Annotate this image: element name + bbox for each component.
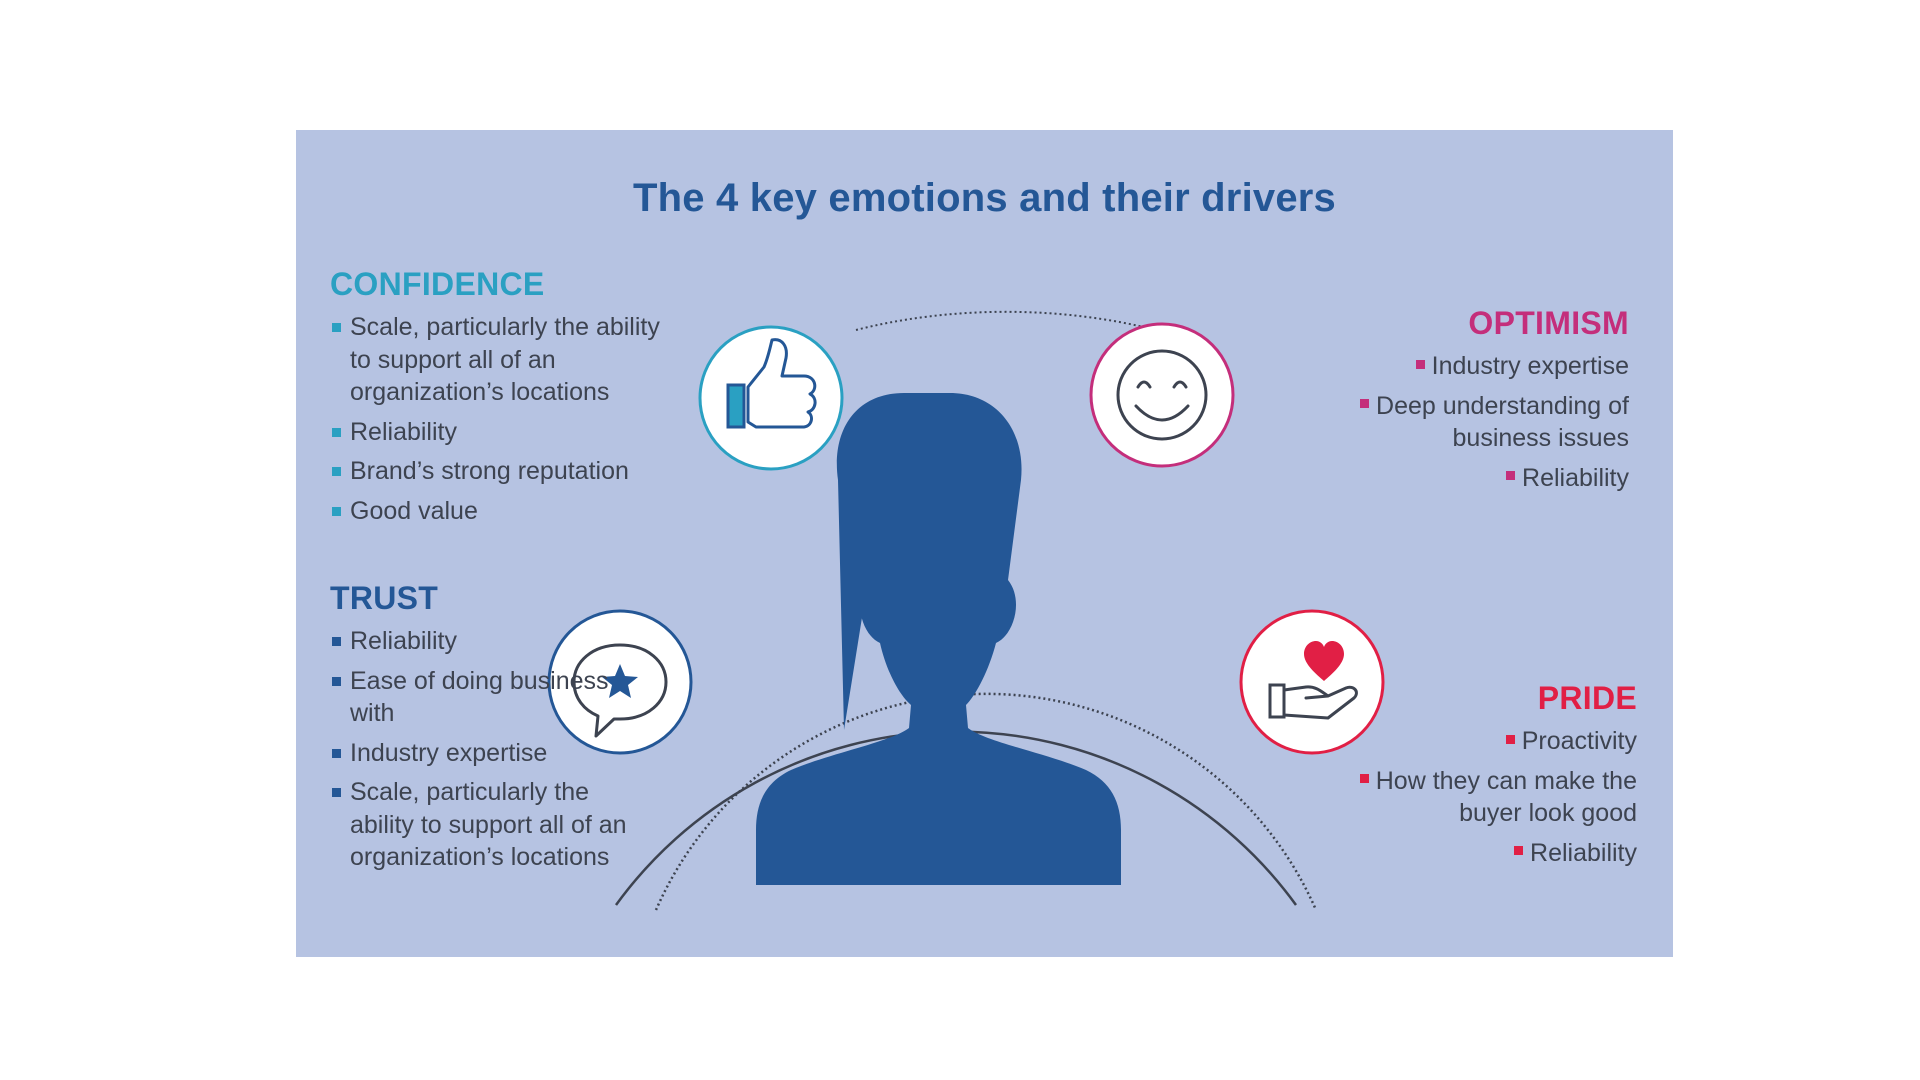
bullet-icon xyxy=(1360,399,1370,409)
list-item: Reliability xyxy=(1299,462,1629,495)
heart-in-hand-icon xyxy=(1268,641,1358,720)
thumbs-up-icon xyxy=(726,338,817,429)
list-item-text: Proactivity xyxy=(1521,727,1637,755)
inner-dotted-arc xyxy=(654,692,1318,911)
pride-heading: PRIDE xyxy=(1537,680,1637,716)
page-title: The 4 key emotions and their drivers xyxy=(633,176,1336,220)
infographic-panel: The 4 key emotions and their drivers CON… xyxy=(296,130,1673,957)
bullet-icon xyxy=(1506,471,1516,481)
optimism-icon-circle xyxy=(1089,322,1235,468)
bullet-icon xyxy=(1359,774,1369,784)
list-item: Good value xyxy=(330,495,670,528)
trust-section: TRUST Reliability Ease of doing business… xyxy=(330,580,630,881)
list-item-text: Reliability xyxy=(1530,838,1637,867)
list-item-text: How they can make the buyer look good xyxy=(1375,766,1637,828)
list-item: Scale, particularly the ability to suppo… xyxy=(330,311,670,409)
top-dotted-arc xyxy=(855,310,1157,331)
list-item-text: Industry expertise xyxy=(1431,352,1629,380)
trust-drivers-list: Reliability Ease of doing business with … xyxy=(330,625,630,874)
person-silhouette-icon xyxy=(756,392,1121,885)
confidence-drivers-list: Scale, particularly the ability to suppo… xyxy=(330,311,670,527)
confidence-icon-circle xyxy=(698,325,844,471)
smiley-face-icon xyxy=(1116,349,1208,441)
list-item: Ease of doing business with xyxy=(330,665,630,730)
list-item-text: Reliability xyxy=(1522,463,1629,492)
list-item: Reliability xyxy=(330,625,630,658)
list-item: Industry expertise xyxy=(1299,350,1629,383)
list-item: Industry expertise xyxy=(330,737,630,770)
pride-icon-circle xyxy=(1239,609,1385,755)
pride-drivers-list: Proactivity How they can make the buyer … xyxy=(1337,725,1637,869)
speech-bubble-star-icon xyxy=(572,643,668,738)
center-illustration xyxy=(547,310,1385,911)
confidence-heading: CONFIDENCE xyxy=(330,266,545,302)
list-item: Reliability xyxy=(1337,837,1637,870)
bullet-icon xyxy=(1415,359,1425,369)
trust-heading: TRUST xyxy=(330,580,439,616)
list-item: Deep understanding of business issues xyxy=(1299,390,1629,455)
bullet-icon xyxy=(1514,846,1524,856)
list-item: Scale, particularly the ability to suppo… xyxy=(330,776,630,874)
list-item-text: Deep understanding of business issues xyxy=(1376,391,1629,453)
optimism-heading: OPTIMISM xyxy=(1468,305,1629,341)
optimism-section: OPTIMISM Industry expertise Deep underst… xyxy=(1299,305,1629,501)
optimism-drivers-list: Industry expertise Deep understanding of… xyxy=(1299,350,1629,494)
list-item: How they can make the buyer look good xyxy=(1337,765,1637,830)
confidence-section: CONFIDENCE Scale, particularly the abili… xyxy=(330,266,670,534)
trust-icon-circle xyxy=(547,609,693,755)
bullet-icon xyxy=(1505,734,1515,744)
list-item: Proactivity xyxy=(1337,725,1637,758)
list-item: Brand’s strong reputation xyxy=(330,455,670,488)
list-item: Reliability xyxy=(330,416,670,449)
pride-section: PRIDE Proactivity How they can make the … xyxy=(1337,680,1637,876)
